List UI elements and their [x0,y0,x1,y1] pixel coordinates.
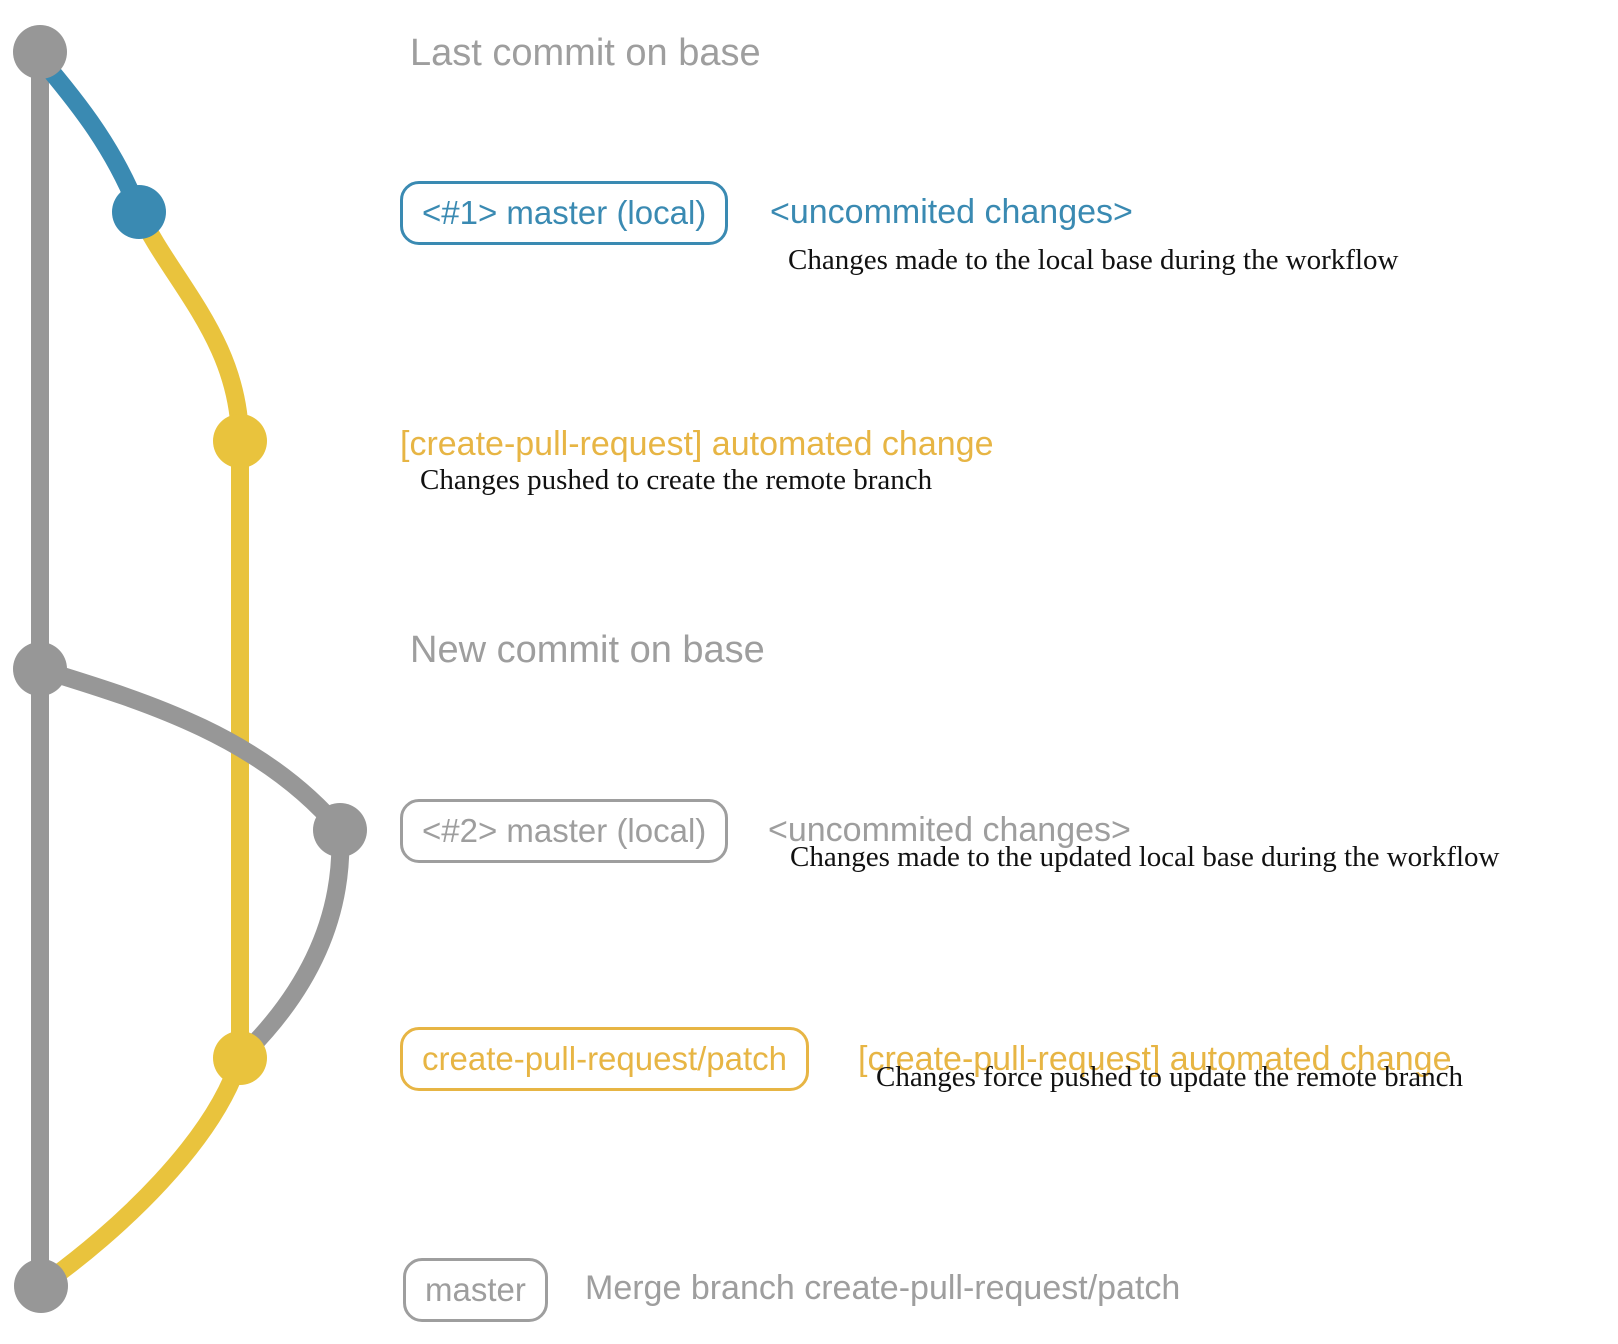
commit-dot-uncommitted-changes-1 [112,185,166,239]
commit-dot-last-commit-on-base [13,25,67,79]
badge-master-local-1: <#1> master (local) [400,181,729,245]
commit-dot-automated-change-force-push [213,1031,267,1085]
badge-master: master [403,1258,548,1322]
patch-branch-line [130,208,249,1058]
local-branch-line-2-lower [233,829,350,1065]
note-new-commit-on-base: New commit on base [410,629,765,671]
commit-dot-uncommitted-changes-2 [313,803,367,857]
heading-automated-change-2: [create-pull-request] automated change [858,1040,1452,1078]
local-branch-line-2-upper [37,660,347,836]
commit-dots [13,25,367,1313]
commit-graph [13,25,367,1313]
annotation-uncommitted-changes-1: <uncommited changes> [770,193,1133,231]
commit-dot-new-commit-on-base [13,642,67,696]
local-branch-line-1 [33,52,148,216]
commit-dot-merge-commit [14,1259,68,1313]
description-pushed-to-create: Changes pushed to create the remote bran… [420,464,933,496]
note-merge-branch: Merge branch create-pull-request/patch [585,1269,1181,1307]
description-force-pushed: Changes force pushed to update the remot… [876,1061,1464,1093]
description-local-base-changes-2: Changes made to the updated local base d… [790,841,1500,873]
badge-master-local-2: <#2> master (local) [400,799,729,863]
note-last-commit-on-base: Last commit on base [410,32,761,74]
annotation-uncommitted-changes-2: <uncommited changes> [768,811,1131,849]
commit-dot-automated-change-push [213,414,267,468]
badge-create-pull-request-patch: create-pull-request/patch [400,1027,810,1091]
patch-merge-line [35,1055,249,1294]
heading-automated-change-1: [create-pull-request] automated change [400,425,994,463]
description-local-base-changes-1: Changes made to the local base during th… [788,244,1399,276]
